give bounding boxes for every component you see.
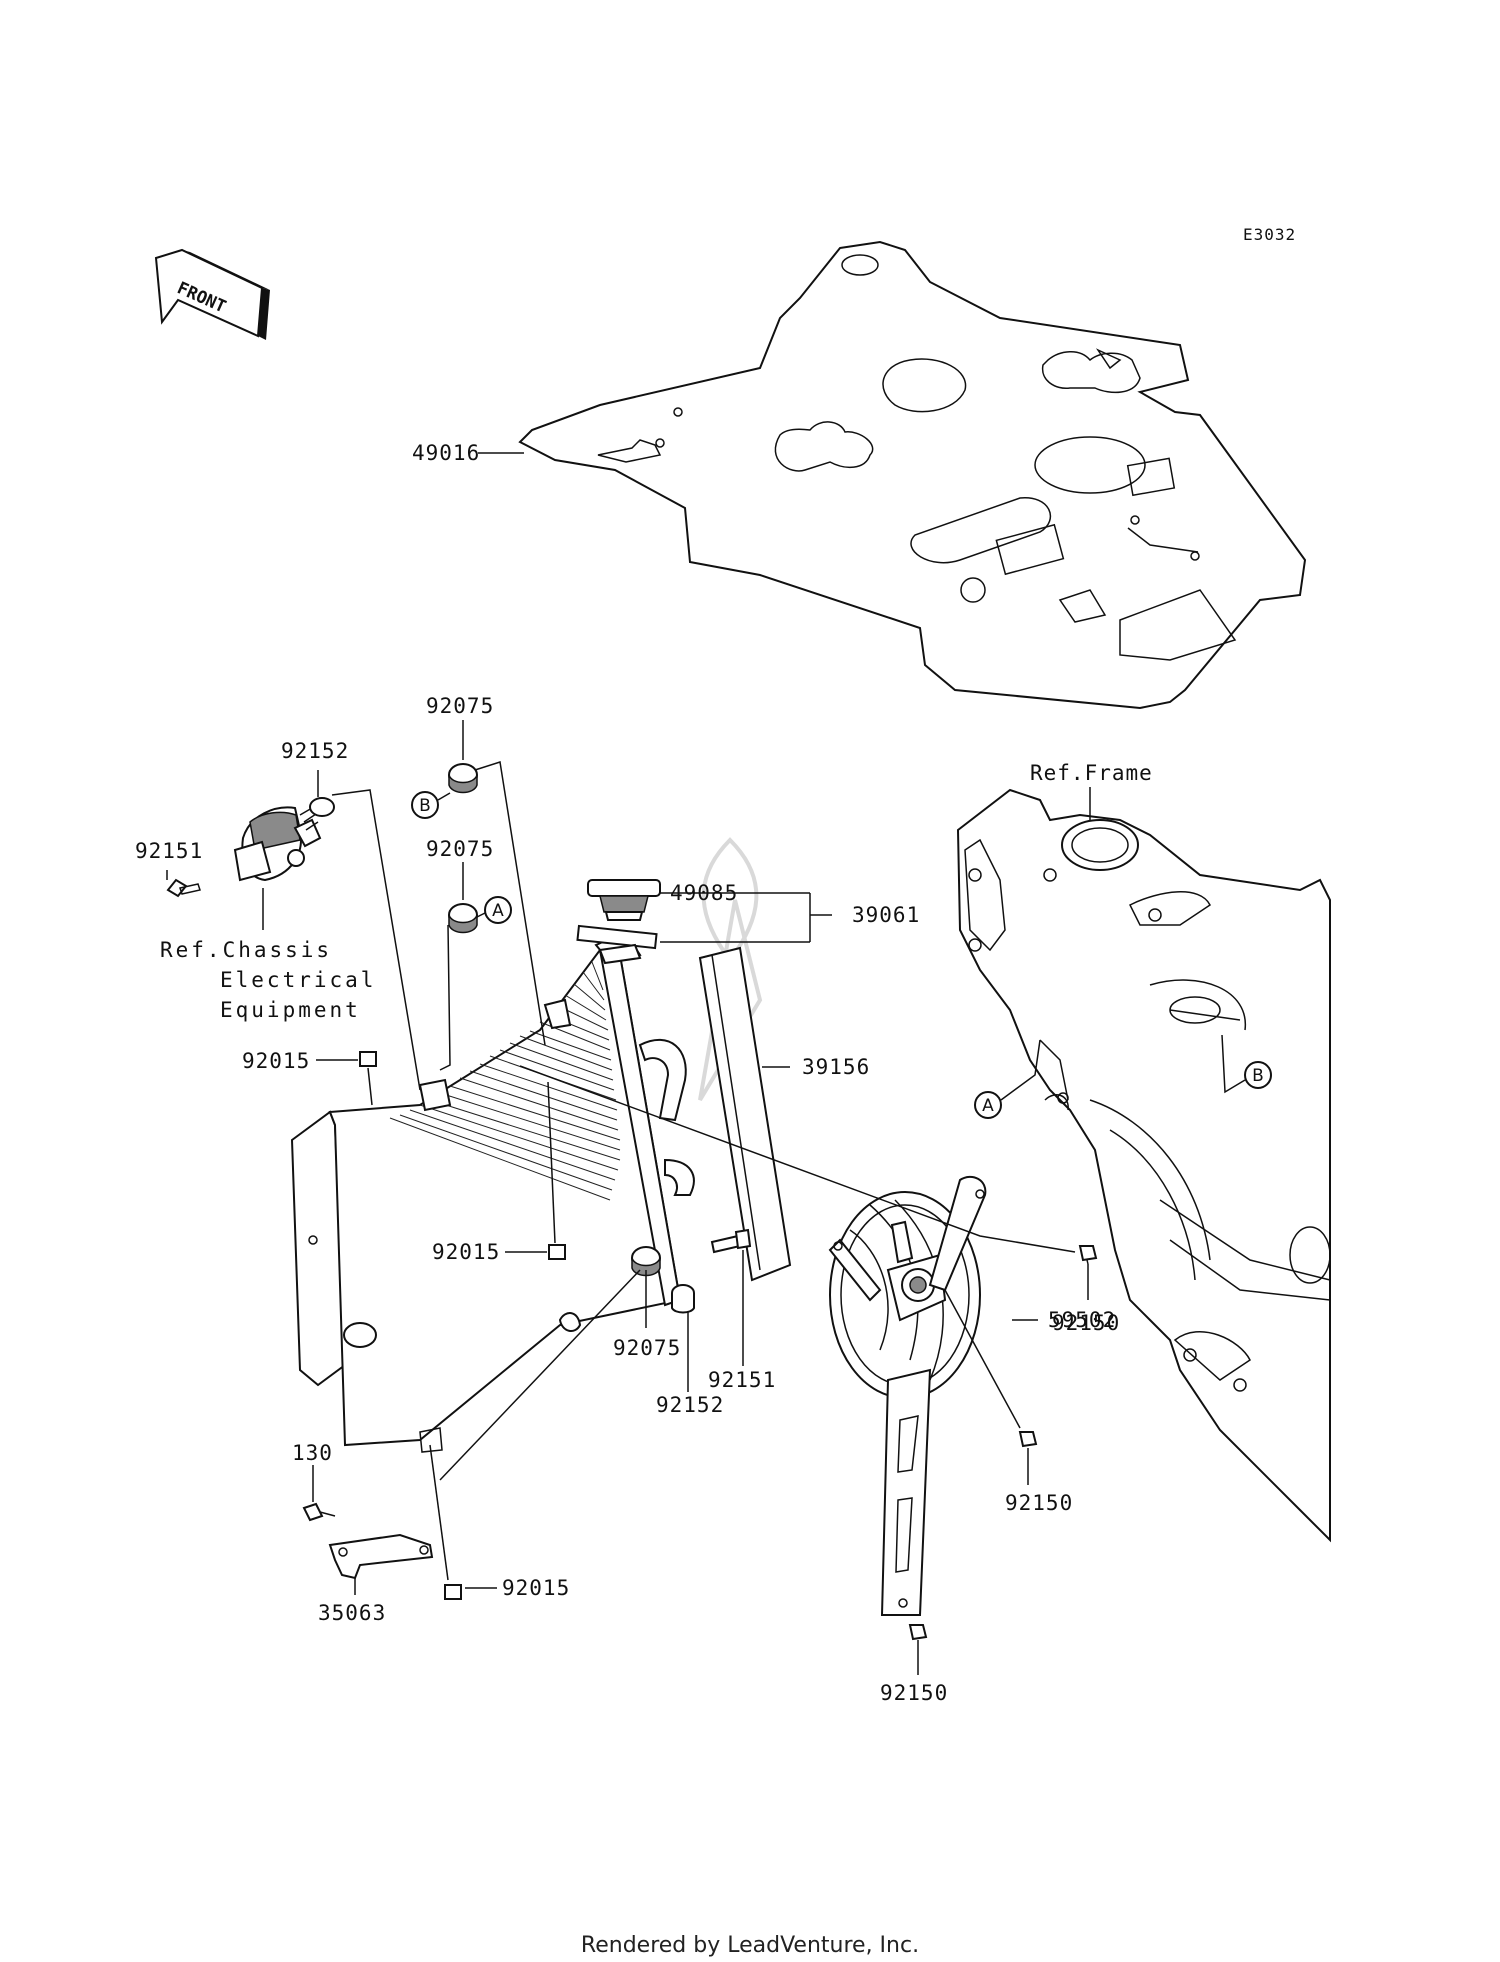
front-arrow-icon: FRONT <box>154 248 270 340</box>
part-label-92152-top: 92152 <box>281 739 349 763</box>
collar-92152-low <box>671 1284 695 1314</box>
grommet-92075-mid <box>448 903 478 934</box>
part-label-92150-middle: 92150 <box>1005 1491 1073 1515</box>
svg-text:B: B <box>1252 1066 1264 1086</box>
grommet-92075-top <box>448 763 478 794</box>
heat-shield-plate <box>518 240 1307 710</box>
fan-switch-assembly <box>233 806 322 882</box>
part-label-130: 130 <box>292 1441 333 1465</box>
part-label-59502: 59502 <box>1048 1308 1116 1332</box>
bolt-92151-low <box>710 1228 752 1254</box>
part-label-92151-low: 92151 <box>708 1368 776 1392</box>
part-label-92150-lower: 92150 <box>880 1681 948 1705</box>
leader-grommet-top-to-radiator <box>474 761 546 1046</box>
leader-grommet-mid-to-radiator <box>439 924 451 1071</box>
part-label-35063: 35063 <box>318 1601 386 1625</box>
ref-chassis-line3: Equipment <box>220 998 361 1022</box>
frame-reference <box>956 788 1331 1543</box>
part-label-92075-low: 92075 <box>613 1336 681 1360</box>
marker-a-right: A <box>974 1091 1002 1119</box>
diagram-code: E3032 <box>1243 225 1296 244</box>
leader-marker-b-right <box>1221 1034 1246 1094</box>
part-label-49085: 49085 <box>670 881 738 905</box>
marker-b-right: B <box>1244 1061 1272 1089</box>
part-label-39061: 39061 <box>852 903 920 927</box>
svg-text:A: A <box>982 1096 994 1116</box>
leader-clip-bottom-to-radiator <box>429 1444 449 1581</box>
leader-switch-to-radiator <box>331 789 421 1091</box>
leader-fan-to-radiator <box>519 1065 1076 1253</box>
ref-chassis-line2: Electrical <box>220 968 376 992</box>
leader-clip-top-to-radiator <box>367 1067 373 1106</box>
leader-grommet-low-to-bracket <box>439 1269 641 1481</box>
cooling-fan <box>828 1175 987 1616</box>
part-label-92075-mid: 92075 <box>426 837 494 861</box>
clip-92015-top <box>359 1051 377 1067</box>
leader-fan-to-bolt-b <box>944 1289 1021 1429</box>
leader-marker-a-right <box>1000 1039 1041 1101</box>
part-label-92152-low: 92152 <box>656 1393 724 1417</box>
bolt-92151-top <box>166 878 201 898</box>
ref-frame-label: Ref.Frame <box>1030 761 1153 785</box>
radiator-cap <box>576 879 661 965</box>
bracket-35063 <box>328 1533 434 1580</box>
washer-92152-top <box>309 797 335 817</box>
clip-92015-bottom <box>444 1584 462 1600</box>
ref-chassis-line1: Ref.Chassis <box>160 938 332 962</box>
marker-b-left: B <box>411 791 439 819</box>
part-label-92150-upper: 92150 <box>1052 1311 1120 1335</box>
svg-text:A: A <box>492 901 504 921</box>
footer-credit: Rendered by LeadVenture, Inc. <box>581 1933 919 1958</box>
part-label-92015-bottom: 92015 <box>502 1576 570 1600</box>
marker-a-left: A <box>484 896 512 924</box>
clip-92015-mid <box>548 1244 566 1260</box>
bolt-130 <box>302 1502 336 1522</box>
bolt-92150-a <box>1078 1245 1098 1265</box>
part-label-92151-top: 92151 <box>135 839 203 863</box>
bracket-39061 <box>809 893 832 942</box>
leader-marker-b-left <box>437 792 451 801</box>
part-label-92075-top: 92075 <box>426 694 494 718</box>
bolt-92150-b <box>1018 1431 1038 1448</box>
radiator-shroud-strip <box>698 946 792 1282</box>
bolt-92150-c <box>908 1624 928 1641</box>
svg-text:B: B <box>419 796 431 816</box>
leader-clip-mid-to-radiator <box>547 1081 556 1244</box>
part-label-92015-top: 92015 <box>242 1049 310 1073</box>
part-label-92015-mid: 92015 <box>432 1240 500 1264</box>
part-label-49016: 49016 <box>412 441 480 465</box>
radiator <box>290 930 695 1453</box>
part-label-39156: 39156 <box>802 1055 870 1079</box>
leader-marker-a-left <box>476 912 486 918</box>
